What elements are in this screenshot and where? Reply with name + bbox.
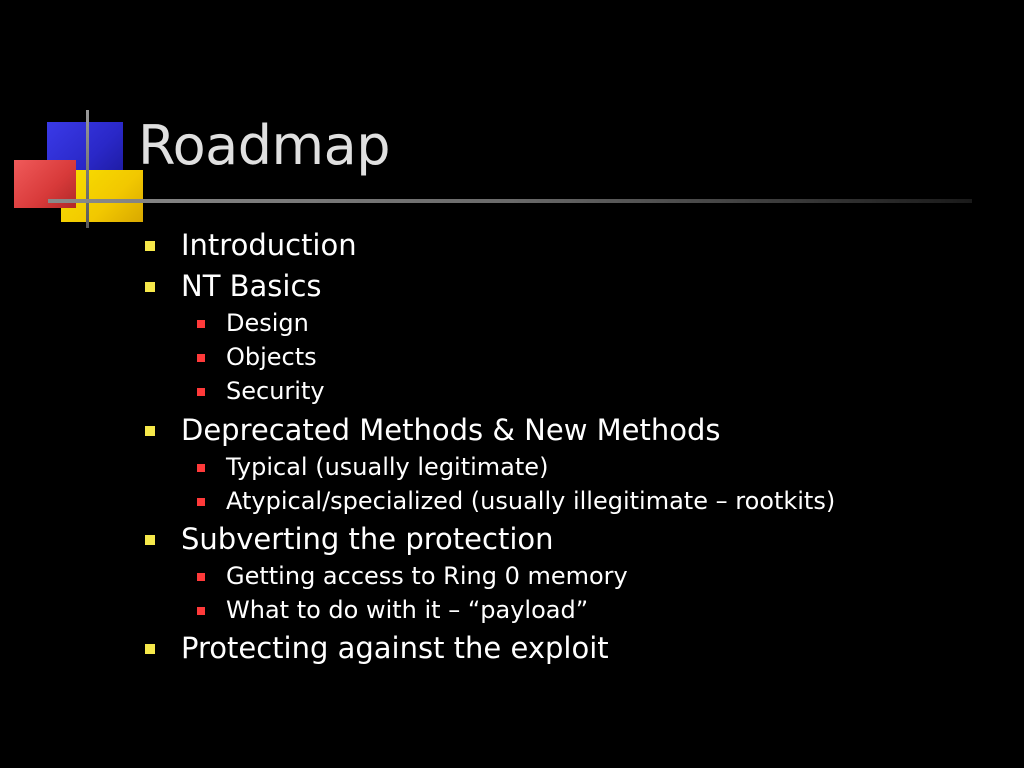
outline-item: Subverting the protection: [145, 521, 554, 557]
outline-subitem: Design: [197, 308, 309, 338]
square-bullet-icon: [197, 573, 205, 581]
decorative-squares-logo: [0, 0, 143, 240]
outline-subitem: Security: [197, 376, 325, 406]
square-bullet-icon: [197, 354, 205, 362]
outline-subitem-label: What to do with it – “payload”: [226, 596, 589, 624]
outline-subitem: Getting access to Ring 0 memory: [197, 561, 628, 591]
square-bullet-icon: [145, 282, 155, 292]
square-bullet-icon: [145, 241, 155, 251]
slide-title: Roadmap: [138, 114, 390, 177]
square-bullet-icon: [145, 535, 155, 545]
outline-subitem: What to do with it – “payload”: [197, 595, 589, 625]
square-bullet-icon: [197, 607, 205, 615]
outline-item-label: Protecting against the exploit: [181, 631, 609, 665]
outline-subitem: Typical (usually legitimate): [197, 452, 549, 482]
outline-item-label: Subverting the protection: [181, 522, 554, 556]
square-bullet-icon: [197, 388, 205, 396]
vertical-rule: [86, 110, 89, 228]
outline-subitem-label: Security: [226, 377, 325, 405]
outline-item: Introduction: [145, 227, 357, 263]
outline-item-label: Deprecated Methods & New Methods: [181, 413, 721, 447]
square-bullet-icon: [197, 464, 205, 472]
outline-item: NT Basics: [145, 268, 322, 304]
outline-item: Deprecated Methods & New Methods: [145, 412, 721, 448]
outline-item-label: Introduction: [181, 228, 357, 262]
outline-item: Protecting against the exploit: [145, 630, 609, 666]
title-underline-rule: [48, 199, 972, 203]
outline-subitem: Objects: [197, 342, 317, 372]
square-bullet-icon: [197, 320, 205, 328]
outline-subitem-label: Design: [226, 309, 309, 337]
outline-subitem-label: Atypical/specialized (usually illegitima…: [226, 487, 836, 515]
outline-subitem: Atypical/specialized (usually illegitima…: [197, 486, 836, 516]
outline-item-label: NT Basics: [181, 269, 322, 303]
square-bullet-icon: [145, 644, 155, 654]
outline-subitem-label: Typical (usually legitimate): [226, 453, 549, 481]
square-bullet-icon: [145, 426, 155, 436]
outline-subitem-label: Getting access to Ring 0 memory: [226, 562, 628, 590]
square-bullet-icon: [197, 498, 205, 506]
outline-subitem-label: Objects: [226, 343, 317, 371]
